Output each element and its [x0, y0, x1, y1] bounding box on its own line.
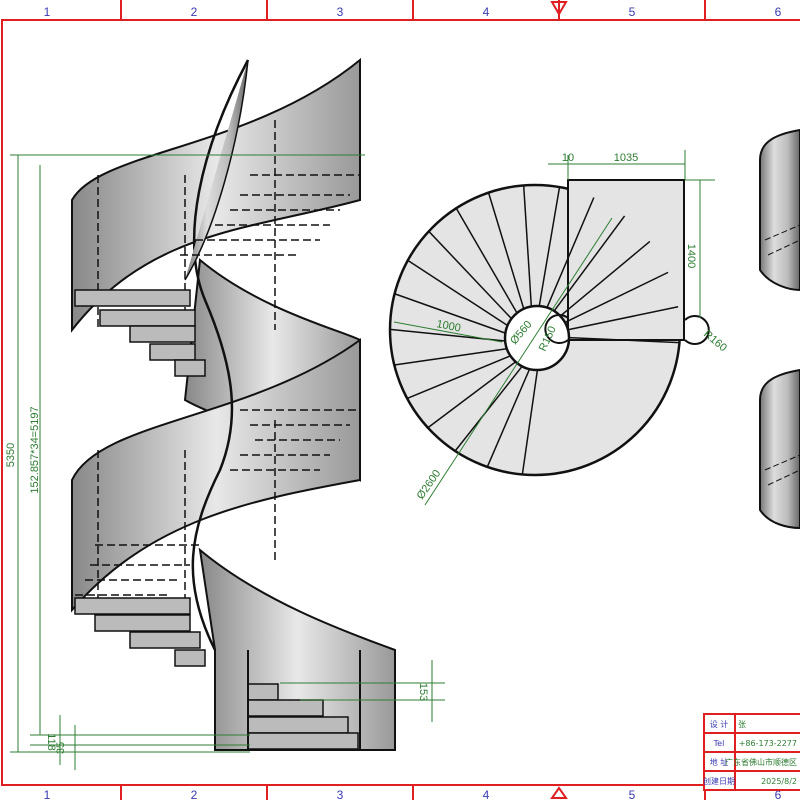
zone-label: 2 — [191, 5, 198, 19]
title-block-label: Tel — [713, 739, 725, 748]
title-block-value: +86-173-2277 — [739, 739, 797, 748]
title-block-value: 2025/8/2 — [761, 777, 797, 786]
tread-edge — [394, 348, 507, 366]
tread-edge — [406, 355, 511, 400]
tread-edge — [521, 369, 539, 475]
tread-edge — [455, 207, 518, 314]
title-block-label: 创建日期 — [703, 776, 735, 786]
tread-edge — [394, 293, 506, 334]
zone-label: 4 — [483, 788, 490, 800]
dim-118: 118 — [45, 733, 57, 751]
zone-label: 5 — [629, 5, 636, 19]
title-block: 设 计张 Tel +86-173-2277 地 址广东省佛山市顺德区创建日期 2025/… — [703, 713, 800, 791]
tread-edge — [568, 336, 680, 344]
zone-label: 1 — [44, 788, 51, 800]
zone-label: 3 — [337, 5, 344, 19]
elevation-dimensions — [10, 154, 445, 770]
partial-side-view — [759, 128, 800, 530]
tread-edge — [428, 230, 513, 320]
tread-edge — [538, 186, 561, 307]
zone-label: 2 — [191, 788, 198, 800]
tread-edge — [564, 271, 669, 324]
title-block-label: 地 址 — [710, 757, 729, 767]
dim-gap: 10 — [562, 152, 574, 164]
dim-landing-width: 1035 — [614, 152, 638, 164]
tread-edge — [559, 240, 651, 317]
dim-total-height: 5350 — [5, 443, 17, 467]
title-block-label: 设 计 — [710, 719, 729, 729]
tread-edge — [427, 361, 517, 429]
zone-label: 3 — [337, 788, 344, 800]
tread-edge — [487, 192, 525, 310]
dim-tread-length: 1000 — [435, 318, 461, 334]
dim-handrail-radius: R160 — [701, 328, 729, 354]
zone-label: 6 — [775, 5, 782, 19]
tread-edge — [567, 306, 679, 331]
tread-edge — [553, 215, 626, 312]
tread-edge — [522, 185, 533, 307]
title-block-value: 广东省佛山市顺德区 — [725, 757, 797, 767]
zone-label: 5 — [629, 788, 636, 800]
spiral-stair-plan: 10 1035 1400 R160 1000 Ø560 R150 Ø2600 — [388, 150, 729, 506]
spiral-stair-elevation — [71, 57, 396, 751]
tread-edge — [407, 259, 508, 327]
dim-35: 35 — [55, 742, 67, 754]
tread-edge — [454, 365, 523, 452]
zone-label: 1 — [44, 5, 51, 19]
zone-label: 6 — [775, 788, 782, 800]
dim-landing-depth: 1400 — [685, 244, 697, 268]
dim-rise-formula: 152.857*34=5197 — [29, 406, 41, 493]
title-block-value: 张 — [738, 720, 746, 729]
dim-outer-diameter: Ø2600 — [415, 468, 444, 502]
tread-edge — [546, 197, 595, 308]
zone-label: 4 — [483, 5, 490, 19]
dim-step-rise: 153 — [417, 683, 429, 701]
tread-edge — [486, 368, 531, 468]
